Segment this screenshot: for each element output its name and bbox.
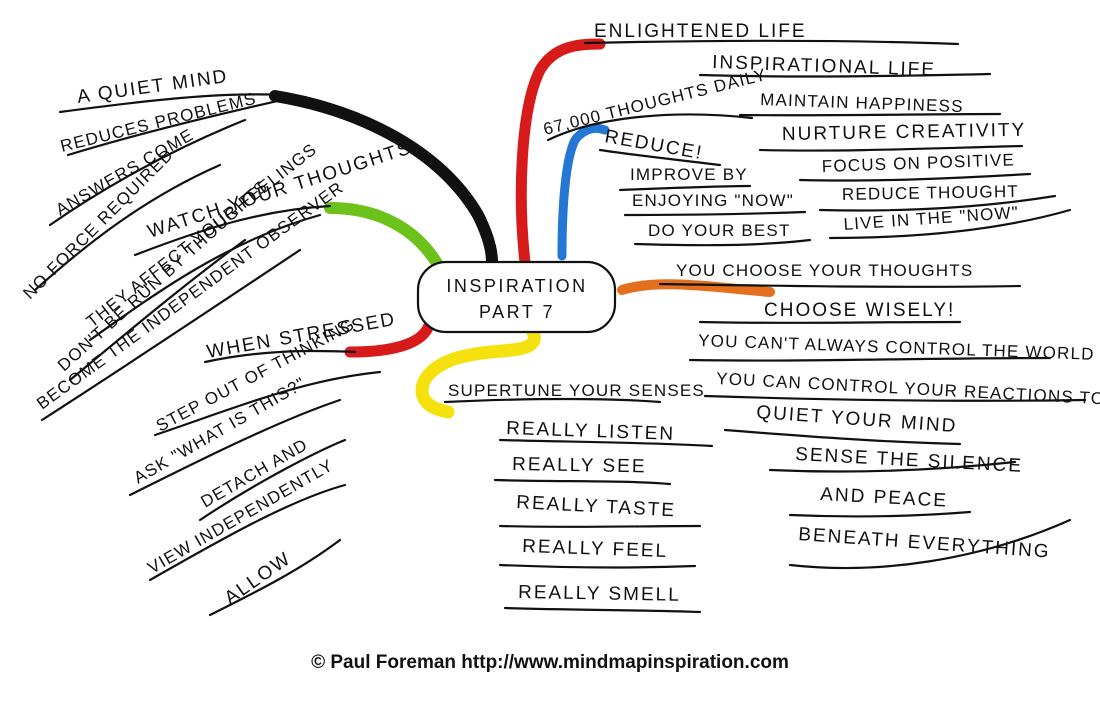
choose-item-7: BENEATH EVERYTHING (798, 524, 1052, 563)
branch-yellow (415, 323, 541, 419)
branch-senses: SUPERTUNE YOUR SENSES REALLY LISTEN REAL… (443, 381, 714, 614)
central-node (416, 260, 617, 334)
branch-red-top (515, 38, 606, 268)
branch-choose: YOU CHOOSE YOUR THOUGHTS CHOOSE WISELY! … (658, 261, 1100, 570)
thoughts-daily-item-2: IMPROVE BY (630, 165, 748, 184)
enlightened-title: ENLIGHTENED LIFE (594, 21, 807, 42)
branch-blue (557, 123, 610, 261)
enlightened-item-4: FOCUS ON POSITIVE (821, 150, 1015, 176)
senses-item-4: REALLY FEEL (522, 536, 669, 562)
copyright-credit[interactable]: © Paul Foreman http://www.mindmapinspira… (311, 652, 789, 673)
branch-watch-thoughts: WATCH YOUR THOUGHTS THEY AFFECT YOUR FEE… (33, 137, 415, 422)
choose-item-6: AND PEACE (820, 484, 949, 512)
thoughts-daily-item-1: REDUCE! (603, 126, 705, 164)
thoughts-daily-item-4: DO YOUR BEST (648, 221, 791, 240)
choose-item-4: QUIET YOUR MIND (756, 402, 958, 437)
senses-item-5: REALLY SMELL (518, 582, 681, 606)
enlightened-item-3: NURTURE CREATIVITY (782, 120, 1027, 145)
branch-green (324, 202, 448, 278)
when-stressed-item-5: ALLOW (221, 548, 296, 609)
enlightened-item-2: MAINTAIN HAPPINESS (760, 90, 964, 116)
branch-red-left (344, 316, 436, 358)
enlightened-item-6: LIVE IN THE "NOW" (843, 203, 1020, 234)
choose-item-1: CHOOSE WISELY! (764, 300, 955, 321)
branch-black (269, 90, 498, 268)
thoughts-daily-title: 67,000 THOUGHTS DAILY (541, 65, 768, 139)
senses-item-3: REALLY TASTE (516, 492, 677, 521)
enlightened-item-5: REDUCE THOUGHT (842, 182, 1019, 204)
thoughts-daily-item-3: ENJOYING "NOW" (632, 191, 794, 210)
central-title-line1: INSPIRATION (446, 276, 587, 296)
branch-enlightened: ENLIGHTENED LIFE INSPIRATIONAL LIFE MAIN… (583, 21, 1072, 240)
central-title-line2: PART 7 (479, 302, 555, 322)
senses-title: SUPERTUNE YOUR SENSES (448, 381, 705, 400)
choose-title: YOU CHOOSE YOUR THOUGHTS (676, 261, 973, 280)
senses-item-2: REALLY SEE (512, 454, 647, 477)
